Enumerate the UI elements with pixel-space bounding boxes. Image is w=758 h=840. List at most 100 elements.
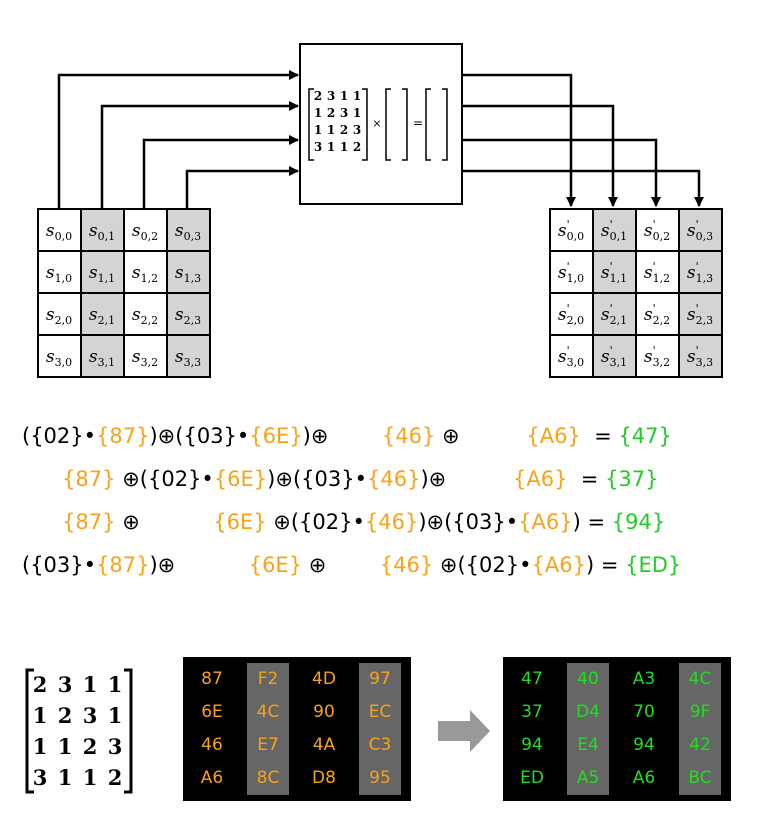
state-cell-sub: 2,0	[567, 314, 585, 327]
state-cell	[123, 250, 168, 294]
state-cell-sub: 3,1	[98, 356, 116, 369]
state-cell-label: s0,3	[175, 221, 201, 243]
box-matrix-cell: 3	[353, 123, 361, 137]
input-byte-term: {6E}	[213, 467, 268, 491]
state-cell	[37, 208, 82, 252]
state-cell-base: s	[132, 263, 141, 283]
input-byte-term: {6E}	[213, 510, 267, 534]
state-cell-base: s	[558, 263, 567, 283]
state-cell-sub: 3,2	[653, 356, 671, 369]
equation-operator: ⊕({02}•	[115, 467, 214, 491]
state-cell-base: s	[558, 305, 567, 325]
state-cell-base: s	[644, 221, 653, 241]
equation-operator: )⊕	[302, 424, 382, 448]
state-cell-sub: 1,2	[653, 272, 671, 285]
state-cell-label: s'3,0	[558, 344, 584, 369]
state-cell-label: s2,0	[46, 305, 72, 327]
box-matrix-cell: 3	[340, 106, 348, 120]
state-cell-base: s	[601, 305, 610, 325]
bottom-matrix-cell: 3	[108, 734, 123, 759]
state-cell-label: s'3,1	[601, 344, 627, 369]
equation-line: ({02}•{87})⊕({03}•{6E})⊕ {46} ⊕ {A6} = {…	[22, 424, 672, 448]
state-cell-base: s	[687, 305, 696, 325]
vector-out-left-bracket	[425, 88, 431, 161]
byte-cell: 42	[679, 729, 721, 762]
input-byte-term: {A6}	[512, 467, 568, 491]
state-cell	[635, 334, 680, 378]
input-byte-term: {46}	[366, 467, 421, 491]
equation-operator: )⊕	[420, 467, 513, 491]
byte-cell: 9F	[679, 696, 721, 729]
state-cell-base: s	[558, 221, 567, 241]
state-cell-label: s'2,0	[558, 302, 584, 327]
bottom-matrix-left-bracket	[25, 668, 34, 794]
equation-operator: )⊕({03}•	[418, 510, 519, 534]
box-matrix-cell: 1	[314, 123, 322, 137]
state-cell	[123, 334, 168, 378]
state-cell-sub: 1,2	[141, 272, 159, 285]
byte-cell: ED	[520, 768, 544, 788]
byte-cell: BC	[679, 762, 721, 795]
result-byte: {37}	[605, 467, 659, 491]
state-cell-sub: 3,2	[141, 356, 159, 369]
state-cell-base: s	[46, 347, 55, 367]
state-cell-sub: 2,3	[184, 314, 202, 327]
state-cell-sub: 1,0	[55, 272, 73, 285]
byte-cell: 4D	[312, 669, 336, 689]
state-cell-base: s	[175, 221, 184, 241]
state-cell-base: s	[132, 347, 141, 367]
state-cell-sub: 0,1	[98, 230, 116, 243]
input-byte-term: {87}	[62, 510, 116, 534]
state-cell-sub: 0,3	[696, 230, 714, 243]
state-cell-sub: 2,3	[696, 314, 714, 327]
state-cell-prime: '	[653, 218, 656, 231]
state-cell	[80, 334, 125, 378]
state-cell	[678, 208, 723, 252]
state-cell-label: s'3,3	[687, 344, 713, 369]
input-byte-term: {87}	[96, 553, 150, 577]
equation-line: {87} ⊕({02}•{6E})⊕({03}•{46})⊕ {A6} = {3…	[22, 467, 659, 491]
bottom-matrix-right-bracket	[124, 668, 133, 794]
byte-cell: D4	[567, 696, 609, 729]
state-cell-prime: '	[610, 218, 613, 231]
byte-cell: EC	[359, 696, 401, 729]
state-cell-prime: '	[610, 302, 613, 315]
state-cell-label: s0,0	[46, 221, 72, 243]
state-cell-label: s'0,0	[558, 218, 584, 243]
byte-cell: 97	[359, 663, 401, 696]
state-cell-sub: 0,0	[55, 230, 73, 243]
state-cell-sub: 2,1	[610, 314, 628, 327]
state-cell-label: s1,2	[132, 263, 158, 285]
byte-cell: 87	[201, 669, 223, 689]
state-cell-base: s	[558, 347, 567, 367]
input-arrow-col0	[57, 70, 299, 208]
equation-operator: )⊕({03}•	[149, 424, 250, 448]
input-byte-term: {46}	[379, 553, 434, 577]
bottom-matrix-cell: 1	[58, 765, 73, 790]
bottom-matrix-cell: 3	[83, 703, 98, 728]
input-arrows	[57, 70, 299, 208]
byte-cell: A6	[632, 768, 656, 788]
state-cell-sub: 2,0	[55, 314, 73, 327]
state-cell	[678, 292, 723, 336]
state-cell	[592, 334, 637, 378]
input-byte-term: {6E}	[249, 424, 303, 448]
state-cell-base: s	[89, 347, 98, 367]
equation-operator: )⊕({03}•	[267, 467, 367, 491]
transform-arrow	[438, 710, 490, 752]
byte-cell: 4C	[247, 696, 289, 729]
box-matrix-left-bracket	[308, 88, 314, 161]
state-cell-prime: '	[567, 218, 570, 231]
state-cell-sub: 1,1	[610, 272, 628, 285]
state-cell-base: s	[601, 347, 610, 367]
state-cell-sub: 2,2	[141, 314, 159, 327]
box-matrix-cell: 3	[327, 89, 335, 103]
bottom-matrix-cell: 1	[108, 703, 123, 728]
box-matrix-cell: 1	[340, 140, 348, 154]
byte-cell: F2	[247, 663, 289, 696]
input-byte-term: {A6}	[518, 510, 573, 534]
byte-cell: 4C	[679, 663, 721, 696]
